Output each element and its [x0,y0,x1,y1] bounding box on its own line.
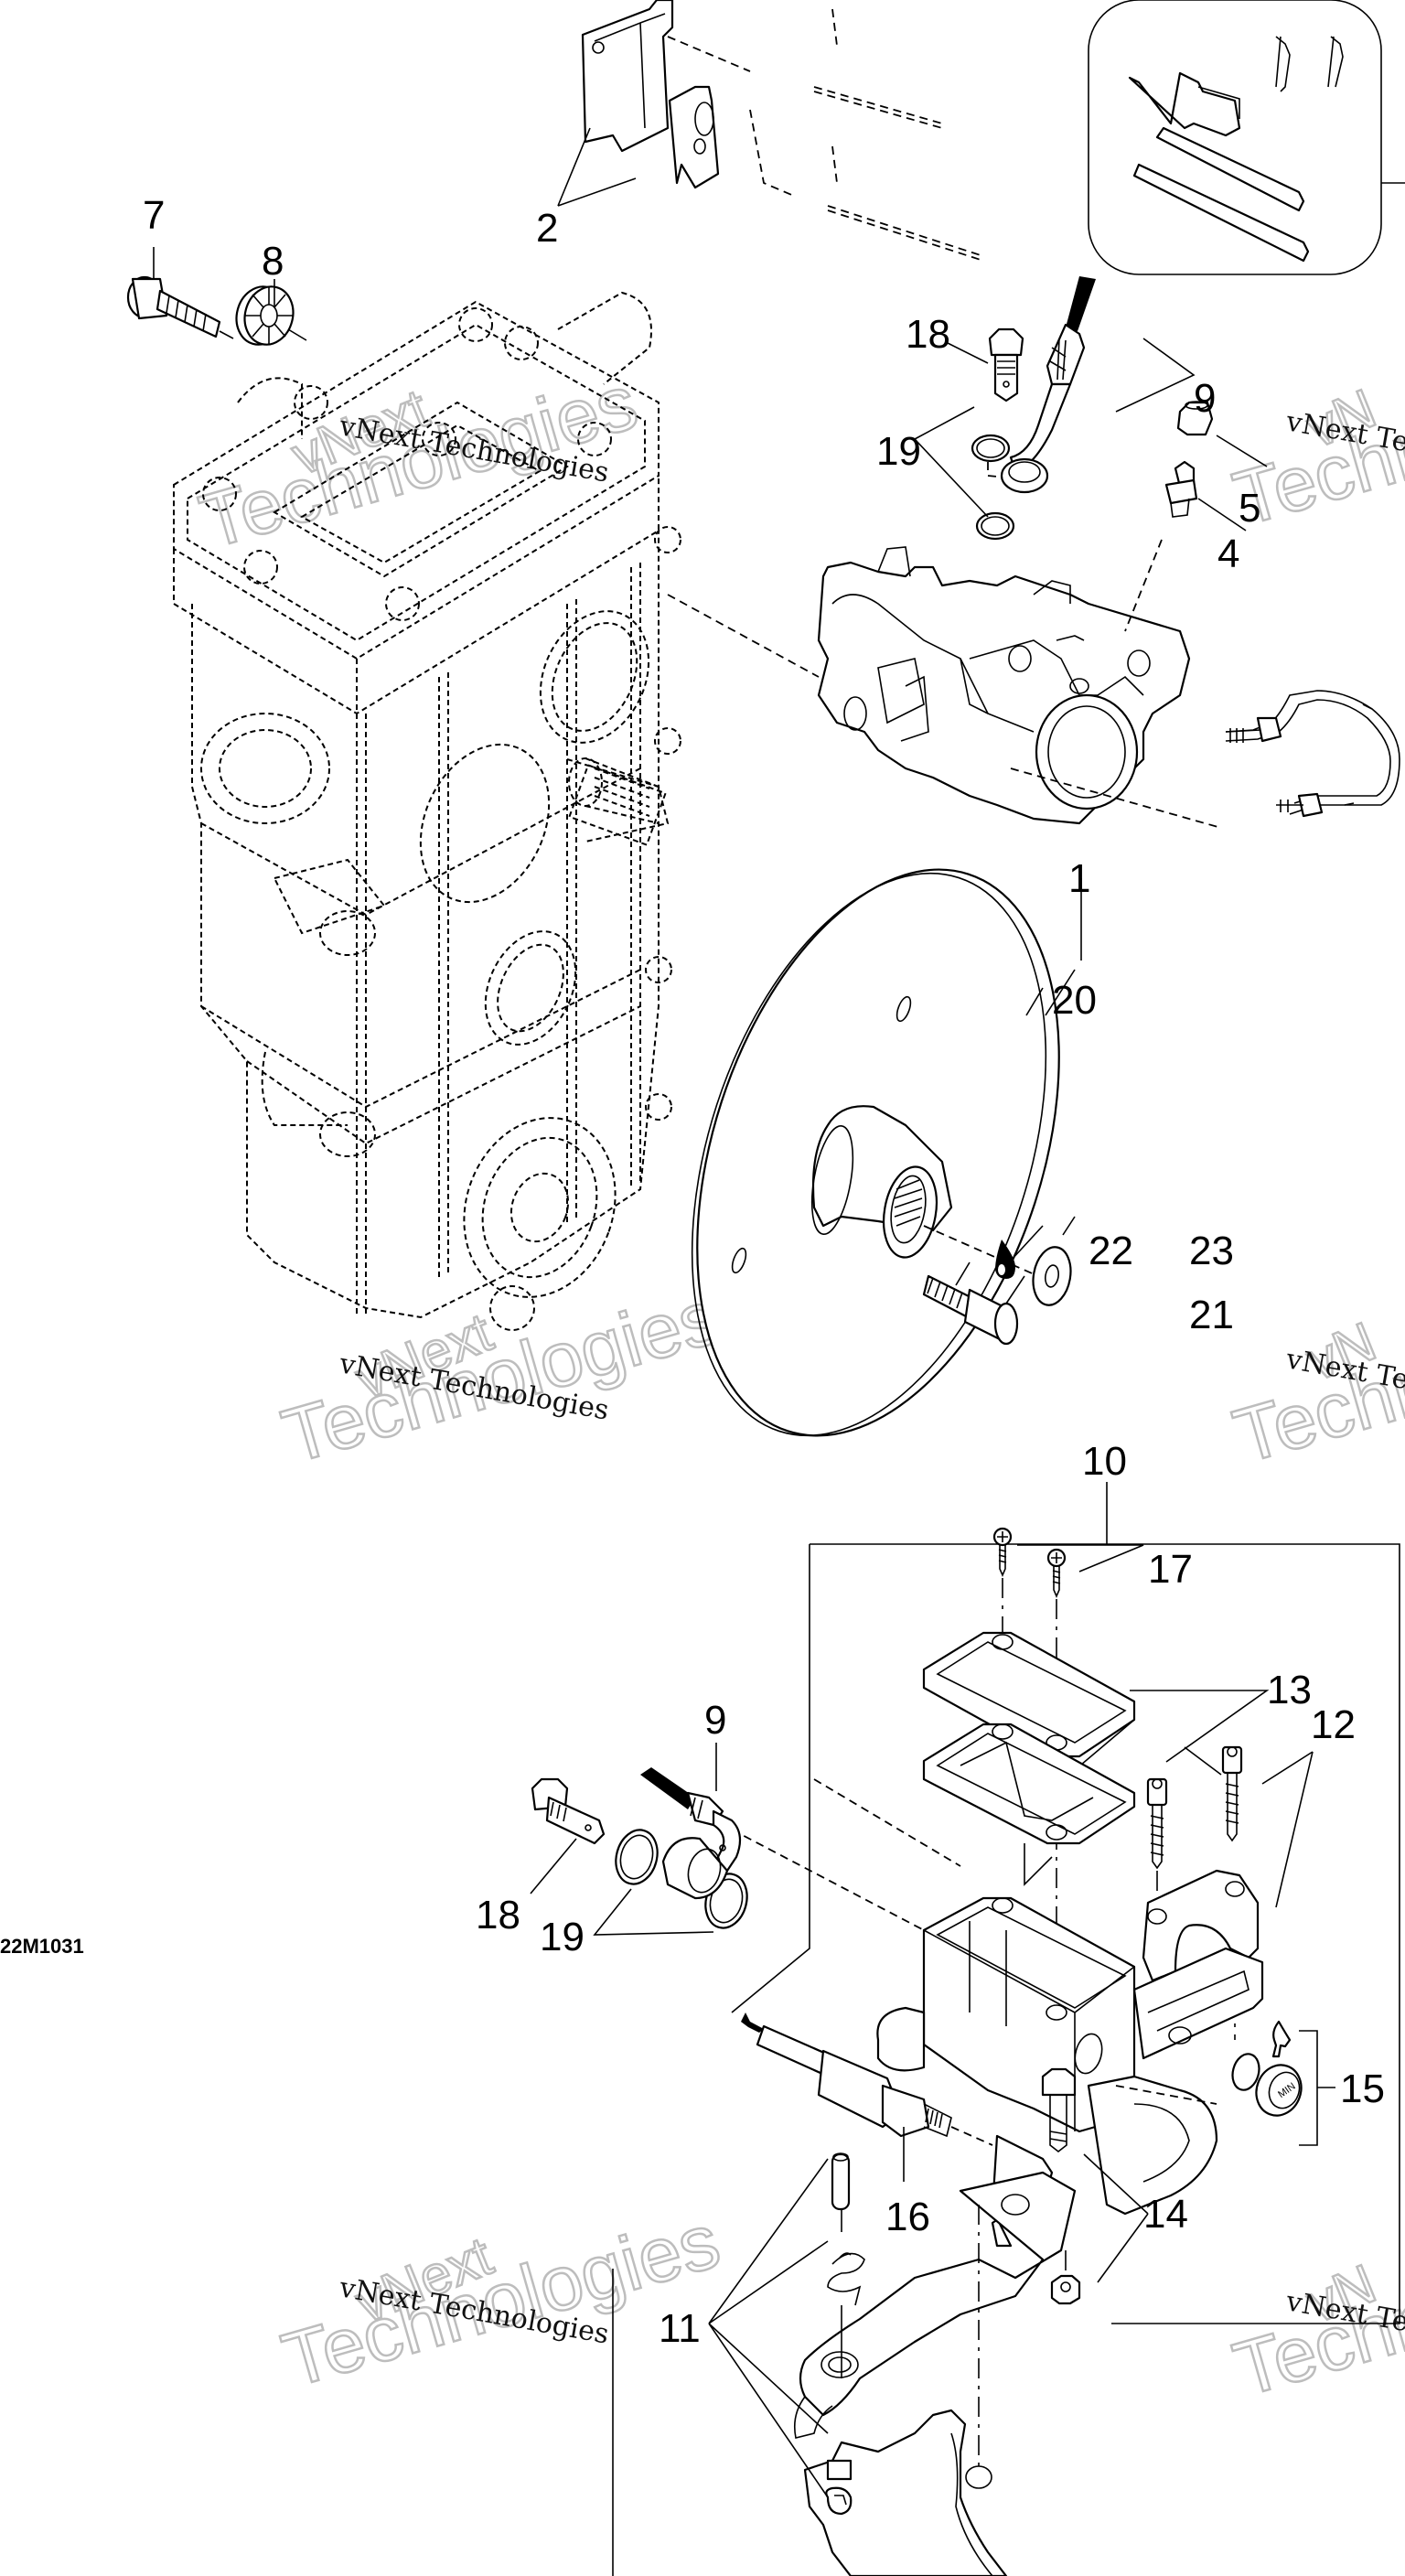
callout-11: 11 [659,2306,701,2351]
callout-8: 8 [262,239,284,284]
callout-leaders [153,127,1196,1016]
callout-18-top: 18 [906,312,950,357]
brake-hose-9-top [1000,276,1096,494]
master-cylinder-body [731,1778,1264,2216]
callout-4: 4 [1217,531,1239,576]
callout-10: 10 [1082,1439,1127,1484]
callout-numbers: 1 2 4 5 7 8 9 9 10 11 12 13 14 15 16 17 … [143,193,1385,2351]
brake-lever-assembly [793,2134,1077,2576]
flat-washer-22 [1032,1216,1076,1306]
callout-1: 1 [1068,856,1090,901]
brake-disc [691,868,1076,1437]
callout-17: 17 [1148,1547,1193,1592]
callout-7-text: 7 [143,193,165,238]
callout-18-bottom: 18 [476,1893,520,1937]
bleeder-cap-5 [1176,401,1268,467]
callout-23: 23 [1189,1229,1234,1273]
diaphragm-13 [922,1723,1136,1886]
screw-7 [126,275,234,339]
callout-19-top: 19 [876,429,921,474]
watermark-group-right-3: vN Techn vNext Te [1224,2251,1405,2413]
pin-kit-box [1088,0,1405,275]
master-cylinder-box [612,1482,1400,2576]
piston-push-rod-16 [741,2012,993,2182]
bleeder-screw-4 [1124,460,1247,632]
callout-13: 13 [1267,1668,1312,1712]
threadlocker-drop-icon [995,1225,1044,1279]
watermark-group-top: vNext Technologies vNext Technologies [190,358,648,566]
gearbox-housing-ghost [173,291,681,1331]
callout-14: 14 [1143,2192,1188,2237]
watermark-group-bottom-left: vNext Technologies vNext Technologies [273,2196,730,2405]
watermark-group-mid-left: vNext Technologies vNext Technologies [273,1272,730,1481]
lever-pivot-bolt-14 [1041,2067,1149,2305]
spacer-washer-8 [235,285,307,346]
callout-5: 5 [1239,486,1260,531]
callout-21: 21 [1189,1293,1234,1337]
brake-hose-9-bottom [640,1743,742,1900]
callout-12: 12 [1311,1702,1356,1747]
callout-2: 2 [536,206,558,251]
banjo-bolt-18-bottom [530,1777,606,1894]
banjo-bolt-18-top [988,327,1024,402]
drawing-code-label: 22M1031 [0,1935,84,1958]
clamp-screws-12 [1146,1745,1314,1908]
callout-9-top: 9 [1194,376,1216,421]
callout-16: 16 [885,2195,930,2239]
callout-20: 20 [1052,978,1097,1023]
hex-bolt-21 [922,1261,1025,1346]
watermark-group-right-2: vN Techn vNext Te [1224,1309,1405,1480]
sealing-washers-19-top [971,434,1035,541]
callout-9-bottom: 9 [704,1698,726,1743]
sight-glass-kit-15: MIN [1231,2020,1335,2146]
callout-19-bottom: 19 [540,1915,585,1959]
callout-15: 15 [1340,2066,1385,2111]
brake-caliper [667,546,1222,961]
brake-pads [581,0,984,262]
brake-line-right [1225,690,1400,818]
callout-22: 22 [1089,1229,1133,1273]
lever-pin-spring-clip-11 [708,2152,865,2516]
